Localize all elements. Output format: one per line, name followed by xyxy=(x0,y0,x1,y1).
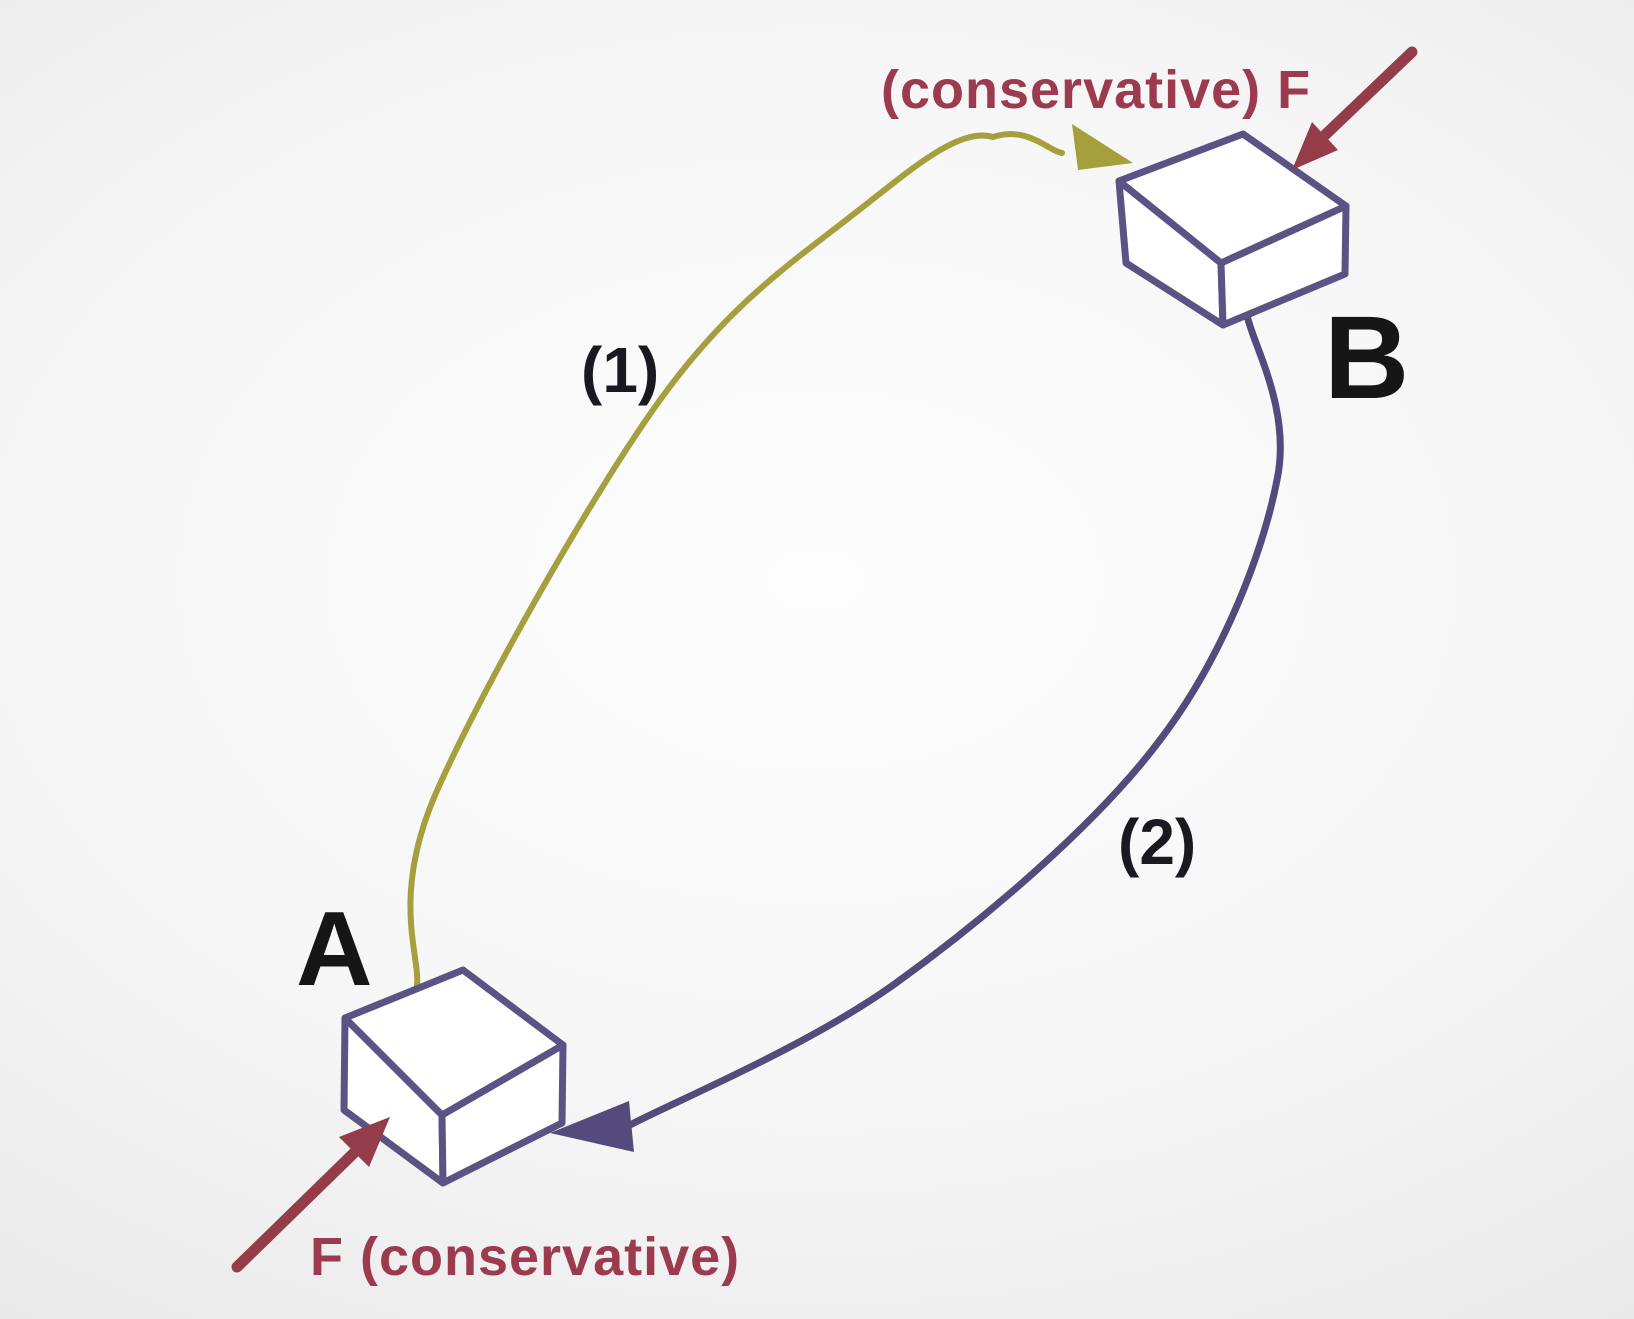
force-arrow-at-a-line xyxy=(231,1143,364,1273)
force-label-bottom: F (conservative) xyxy=(310,1227,740,1287)
box-a-top-face xyxy=(341,966,567,1119)
force-label-top: (conservative) F xyxy=(881,60,1311,120)
path-2-curve xyxy=(624,311,1284,1130)
point-b-label: B xyxy=(1324,292,1409,424)
path-1-arrowhead-icon xyxy=(1072,124,1133,170)
point-a-label: A xyxy=(296,890,373,1008)
path-1-label: (1) xyxy=(581,334,659,406)
force-arrow-at-b-head-icon xyxy=(1292,122,1338,170)
force-arrow-at-a-head-icon xyxy=(339,1117,390,1167)
path-2-arrowhead-icon xyxy=(550,1101,634,1152)
force-arrow-at-b-line xyxy=(1318,46,1418,142)
force-arrow-at-b xyxy=(1292,46,1418,170)
box-a xyxy=(340,966,567,1187)
box-b-top-face xyxy=(1115,130,1350,267)
box-b xyxy=(1115,130,1350,329)
force-arrow-at-a xyxy=(231,1117,390,1273)
path-2-label: (2) xyxy=(1118,806,1196,878)
path-1-curve xyxy=(407,131,1065,988)
